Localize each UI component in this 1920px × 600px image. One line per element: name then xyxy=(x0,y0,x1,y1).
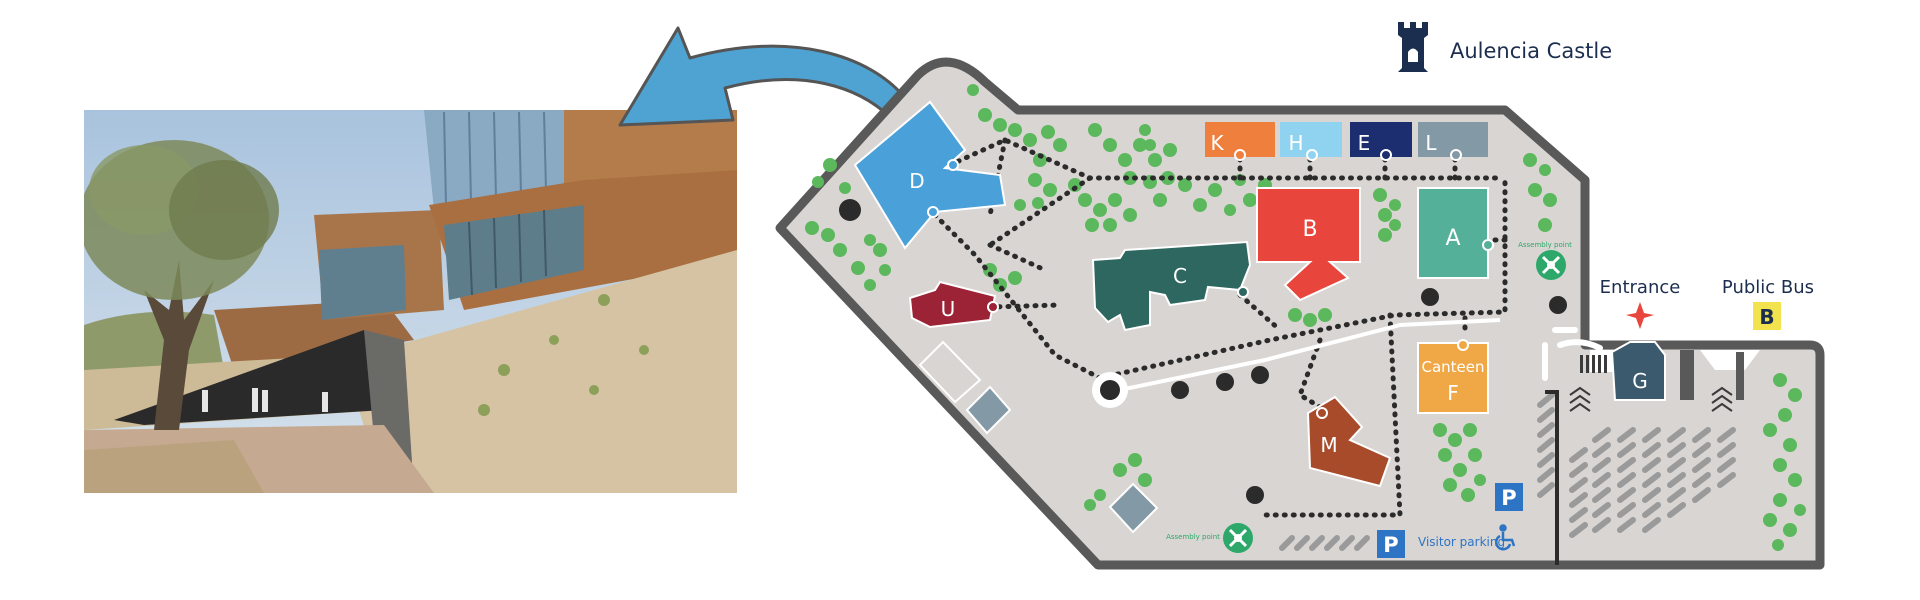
bus-stop-sign xyxy=(1753,302,1781,330)
bus-stop-letter: B xyxy=(1759,305,1774,329)
grey-building-2 xyxy=(1108,482,1159,534)
building-D[interactable]: D xyxy=(853,100,1007,250)
grey-building-1 xyxy=(965,385,1012,435)
parking-spaces xyxy=(1279,392,1736,551)
building-U[interactable]: U xyxy=(908,280,999,329)
svg-text:P: P xyxy=(1383,533,1398,557)
svg-text:L: L xyxy=(1425,131,1437,155)
svg-text:D: D xyxy=(909,169,924,193)
building-B[interactable]: B xyxy=(1256,187,1361,302)
assembly-point-icon xyxy=(1223,523,1253,553)
svg-text:U: U xyxy=(941,297,956,321)
svg-text:P: P xyxy=(1501,486,1516,510)
building-A[interactable]: A xyxy=(1417,187,1494,279)
unlabeled-building-outline xyxy=(918,340,982,404)
castle-tower-icon xyxy=(1398,22,1428,72)
svg-text:M: M xyxy=(1320,433,1337,457)
svg-text:H: H xyxy=(1288,131,1303,155)
pointer-arrow xyxy=(618,26,907,127)
entrance-label: Entrance xyxy=(1600,277,1681,298)
svg-text:E: E xyxy=(1358,131,1371,155)
visitor-parking-label: Visitor parking xyxy=(1418,535,1505,549)
public-bus-label: Public Bus xyxy=(1722,277,1814,298)
svg-text:G: G xyxy=(1632,369,1648,393)
building-M[interactable]: M xyxy=(1306,395,1392,488)
castle-label: Aulencia Castle xyxy=(1450,39,1612,63)
red-star-icon xyxy=(1626,302,1654,329)
svg-text:C: C xyxy=(1173,264,1187,288)
svg-text:K: K xyxy=(1210,131,1224,155)
assembly-point-icon xyxy=(1536,250,1566,280)
black-dots xyxy=(839,199,1567,504)
svg-text:F: F xyxy=(1447,381,1459,405)
building-L[interactable]: L xyxy=(1418,122,1488,161)
svg-text:Canteen: Canteen xyxy=(1421,358,1484,376)
wheelchair-icon xyxy=(1495,524,1516,551)
building-K[interactable]: K xyxy=(1205,122,1275,161)
trees xyxy=(805,84,1806,551)
parking-sign-icon: P xyxy=(1377,530,1405,558)
svg-text:A: A xyxy=(1445,226,1460,251)
building-d-photo xyxy=(84,110,737,493)
assembly-point-label-1: Assembly point xyxy=(1518,241,1572,249)
svg-text:B: B xyxy=(1302,217,1317,242)
parking-sign-icon: P xyxy=(1495,483,1523,511)
building-E[interactable]: E xyxy=(1350,122,1412,161)
building-C[interactable]: C xyxy=(1091,240,1252,332)
assembly-point-label-2: Assembly point xyxy=(1166,533,1220,541)
building-G[interactable]: G xyxy=(1610,341,1666,401)
building-H[interactable]: H xyxy=(1280,122,1342,161)
building-F-canteen[interactable]: Canteen F xyxy=(1417,339,1489,414)
